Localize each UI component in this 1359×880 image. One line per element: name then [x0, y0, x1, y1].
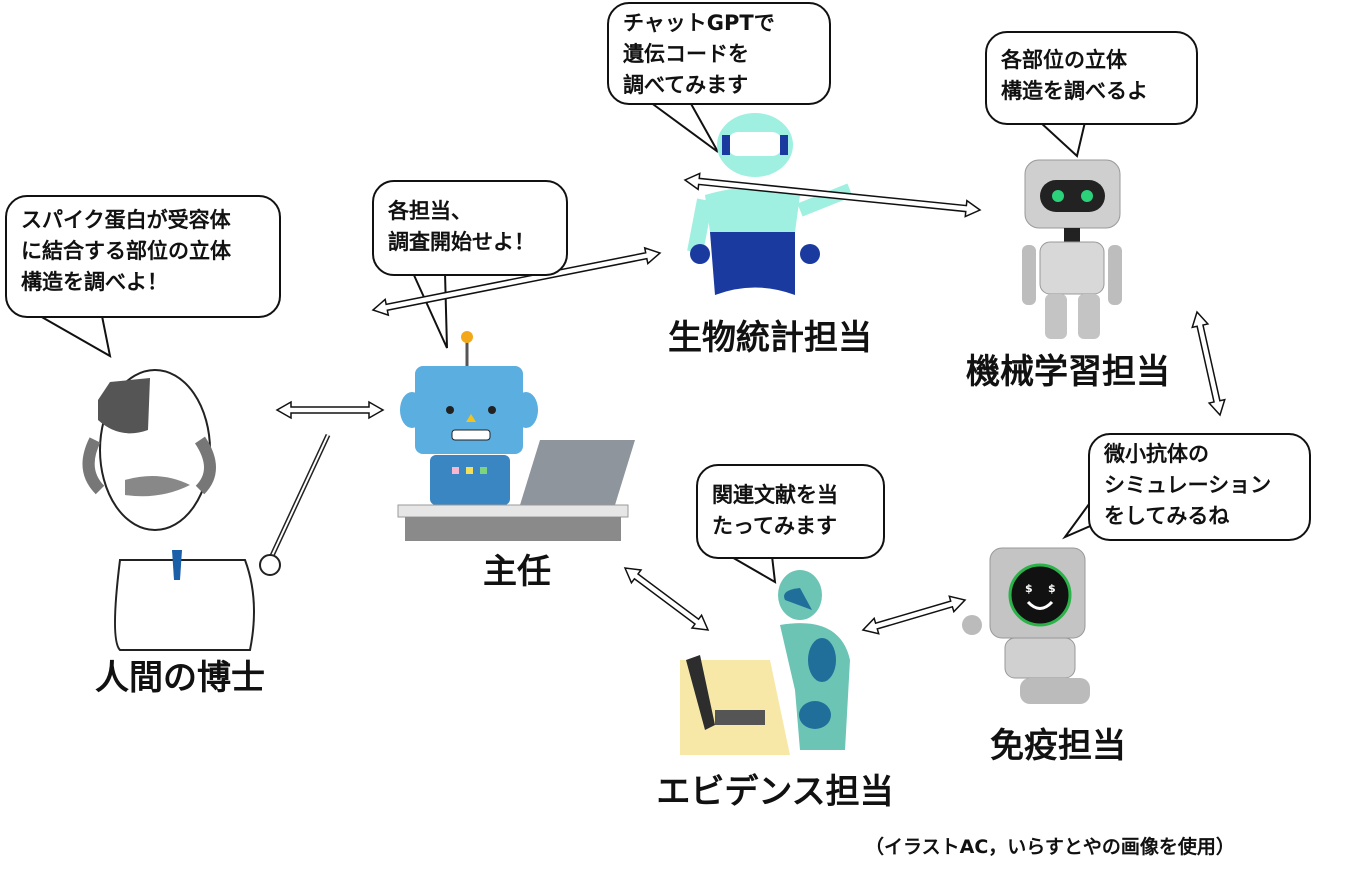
- immune-speech-bubble: 微小抗体の シミュレーション をしてみるね: [1088, 433, 1311, 541]
- chief-robot-illustration: [397, 331, 635, 541]
- doctor-bubble-tail: [36, 315, 112, 358]
- biostat-speech-bubble: チャットGPTで 遺伝コードを 調べてみます: [607, 2, 831, 105]
- arrow-chief-evidence: [623, 567, 710, 631]
- immune-robot-illustration: $ $: [962, 547, 1090, 704]
- ml-robot-illustration: [1022, 159, 1122, 339]
- doctor-speech-bubble: スパイク蛋白が受容体 に結合する部位の立体 構造を調べよ！: [5, 195, 281, 318]
- chief-speech-bubble: 各担当、 調査開始せよ！: [372, 180, 568, 276]
- ml-bubble-tail: [1037, 121, 1087, 158]
- doctor-label: 人間の博士: [95, 658, 265, 698]
- evidence-bubble-tail: [726, 555, 777, 584]
- ml-label: 機械学習担当: [966, 352, 1170, 392]
- svg-text:$: $: [1048, 582, 1056, 595]
- biostat-robot-illustration: [687, 113, 853, 295]
- biostat-bubble-tail: [646, 101, 719, 153]
- immune-label: 免疫担当: [990, 726, 1126, 766]
- chief-label: 主任: [483, 552, 551, 592]
- ml-speech-bubble: 各部位の立体 構造を調べるよ: [985, 31, 1198, 125]
- evidence-speech-bubble: 関連文献を当 たってみます: [696, 464, 885, 559]
- evidence-label: エビデンス担当: [656, 772, 894, 812]
- arrow-chief-biostat: [371, 246, 662, 317]
- chief-bubble-tail: [411, 272, 448, 349]
- image-credit-caption: （イラストAC，いらすとやの画像を使用）: [865, 836, 1235, 858]
- biostat-label: 生物統計担当: [668, 318, 872, 358]
- connection-arrows: [275, 172, 1226, 635]
- evidence-robot-illustration: [680, 570, 850, 755]
- svg-text:$: $: [1025, 582, 1033, 595]
- arrow-doctor-chief: [275, 400, 385, 420]
- arrow-biostat-ml: [683, 172, 982, 218]
- doctor-illustration: [82, 369, 331, 651]
- arrow-ml-immune: [1191, 310, 1226, 417]
- arrow-evidence-immune: [861, 595, 967, 635]
